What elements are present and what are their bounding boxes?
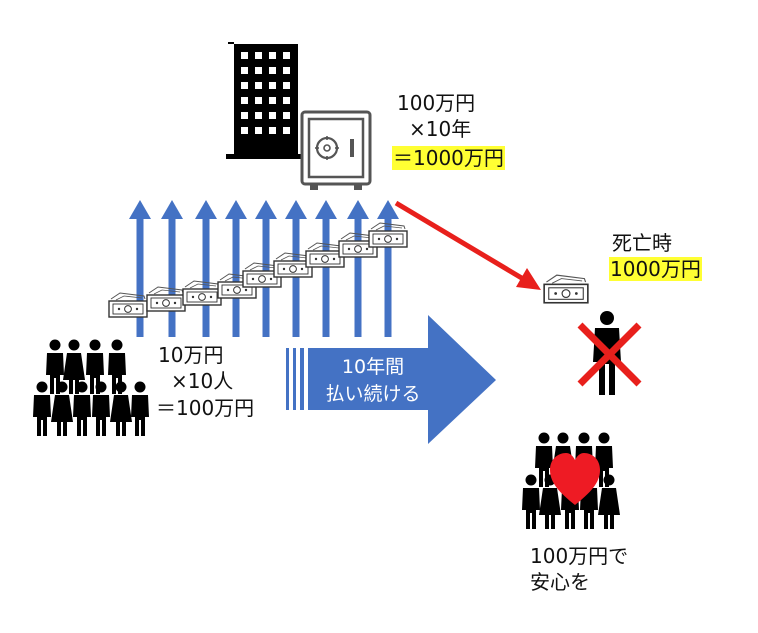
building-icon — [226, 42, 306, 159]
up-arrow-9 — [377, 200, 399, 337]
money-bundle-icon — [368, 222, 408, 248]
group-premium-line1: 10万円 — [158, 343, 224, 367]
big-arrow-label-line2: 払い続ける — [325, 383, 421, 405]
death-label: 死亡時 — [612, 231, 672, 255]
group-premium-total: ＝100万円 — [156, 396, 255, 420]
up-arrow-2 — [161, 200, 183, 337]
group-premium-line2: ×10人 — [171, 369, 234, 393]
red-payout-arrow — [394, 200, 541, 290]
big-arrow-label-line1: 10年間 — [341, 356, 405, 378]
vault-amount-line1: 100万円 — [397, 91, 476, 115]
money-bundle-icon — [146, 286, 186, 312]
money-bundles — [108, 222, 408, 318]
big-arrow — [286, 315, 496, 444]
rising-arrows — [129, 200, 399, 337]
safe-icon — [300, 110, 372, 190]
up-arrow-7 — [315, 200, 337, 337]
money-bundle-icon — [182, 280, 222, 306]
vault-total-highlight: ＝1000万円 — [392, 146, 505, 170]
vault-amount-line2: ×10年 — [409, 117, 472, 141]
cross-icon — [577, 322, 642, 387]
heart-icon — [550, 453, 600, 505]
money-bundle-icon — [543, 274, 589, 304]
death-amount: 1000万円 — [609, 257, 702, 281]
vault-amount-total: ＝1000万円 — [392, 146, 505, 170]
up-arrow-4 — [225, 200, 247, 337]
family-note-line2: 安心を — [530, 570, 590, 594]
money-bundle-icon — [305, 242, 345, 268]
up-arrow-8 — [347, 200, 369, 337]
death-amount-highlight: 1000万円 — [609, 257, 702, 281]
people-group-icon — [33, 339, 149, 436]
family-note-line1: 100万円で — [530, 544, 629, 568]
up-arrow-3 — [195, 200, 217, 337]
